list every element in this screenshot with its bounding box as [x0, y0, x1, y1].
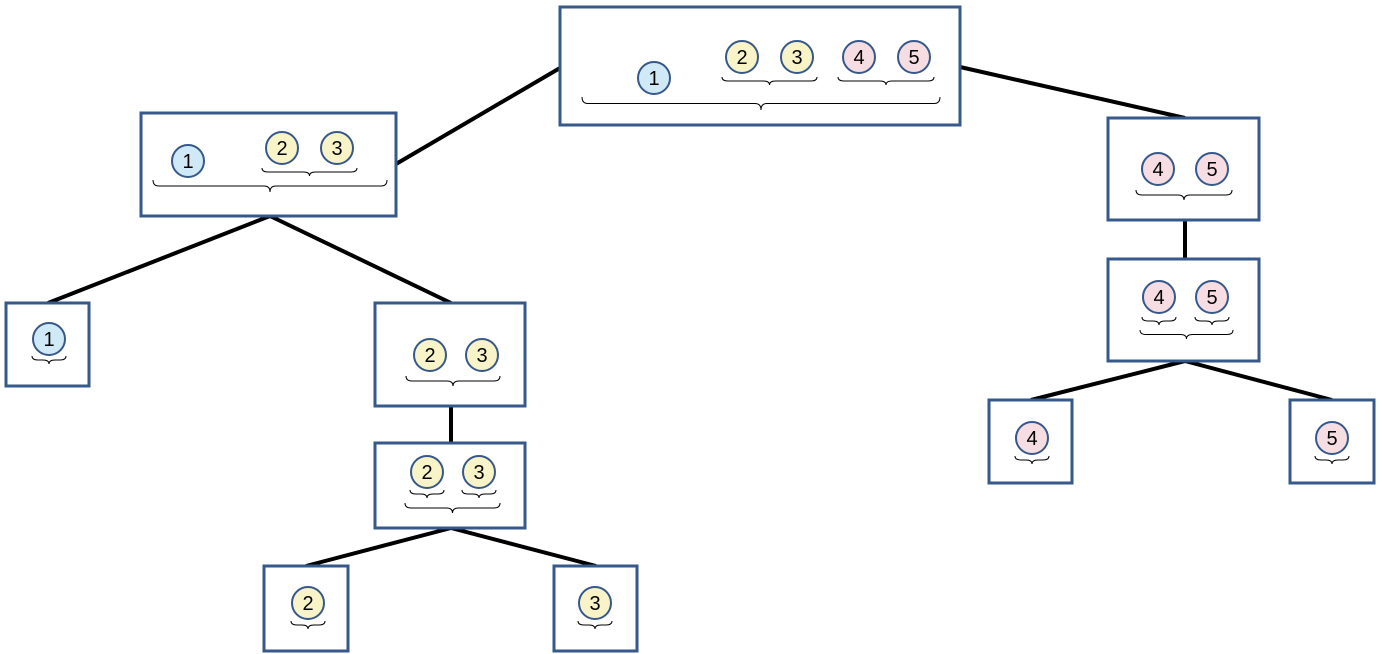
tree-node-n4: 4: [987, 398, 1074, 485]
leaf-label: 2: [736, 47, 747, 69]
grouping-brace: [290, 620, 326, 630]
leaf-label: 2: [302, 593, 313, 615]
edge-n45b-n5: [1184, 359, 1333, 402]
leaf-circle: [265, 131, 299, 165]
leaf-label: 5: [908, 47, 919, 69]
leaf-circle: [1141, 152, 1175, 186]
edge-root-n45: [959, 65, 1186, 120]
grouping-brace: [837, 76, 935, 86]
grouping-brace: [1014, 455, 1050, 465]
node-box: [373, 301, 527, 408]
leaf-circle: [410, 455, 444, 489]
grouping-brace: [405, 375, 501, 387]
leaf-label: 5: [1326, 428, 1337, 450]
grouping-brace: [581, 96, 941, 111]
node-box: [373, 441, 527, 530]
leaf-label: 2: [424, 345, 435, 367]
grouping-brace: [577, 620, 613, 630]
grouping-brace: [31, 355, 67, 365]
leaf-circle: [1195, 152, 1229, 186]
leaf-circle: [842, 40, 876, 74]
grouping-brace: [1141, 316, 1177, 326]
leaf-circle: [465, 338, 499, 372]
leaf-circle: [725, 40, 759, 74]
leaf-label: 4: [1152, 159, 1163, 181]
edge-n123-n23: [269, 214, 452, 305]
leaf-label: 3: [331, 138, 342, 160]
edge-n23b-n3: [450, 526, 597, 568]
tree-node-n5: 5: [1288, 398, 1376, 485]
leaf-label: 1: [43, 329, 54, 351]
leaf-circle: [1015, 421, 1049, 455]
leaf-circle: [32, 322, 66, 356]
leaf-label: 3: [473, 462, 484, 484]
node-box: [987, 398, 1074, 485]
leaf-circle: [897, 40, 931, 74]
leaf-label: 4: [1026, 428, 1037, 450]
leaf-label: 1: [182, 151, 193, 173]
grouping-brace: [152, 179, 388, 193]
leaf-label: 3: [589, 593, 600, 615]
leaf-circle: [291, 586, 325, 620]
leaf-circle: [780, 40, 814, 74]
leaf-label: 2: [421, 462, 432, 484]
node-box: [1106, 257, 1261, 363]
leaf-label: 3: [791, 47, 802, 69]
leaf-label: 4: [1153, 287, 1164, 309]
leaf-label: 2: [276, 138, 287, 160]
leaf-label: 3: [476, 345, 487, 367]
edge-n23b-n2: [305, 526, 452, 568]
leaf-circle: [1142, 280, 1176, 314]
edges-layer: [47, 65, 1333, 568]
grouping-brace: [1194, 316, 1230, 326]
grouping-brace: [1135, 189, 1233, 201]
edge-n45b-n4: [1030, 359, 1186, 402]
leaf-label: 5: [1206, 287, 1217, 309]
leaf-label: 1: [648, 68, 659, 90]
leaf-label: 5: [1206, 159, 1217, 181]
tree-node-n1: 1: [4, 301, 91, 388]
leaf-circle: [1195, 280, 1229, 314]
grouping-brace: [261, 167, 358, 177]
leaf-circle: [320, 131, 354, 165]
grouping-brace: [721, 76, 818, 86]
leaf-circle: [462, 455, 496, 489]
leaf-label: 4: [853, 47, 864, 69]
tree-node-root: 1 2 3 4 5: [558, 5, 962, 127]
grouping-brace: [1314, 455, 1350, 465]
leaf-circle: [578, 586, 612, 620]
edge-n123-n1: [47, 214, 271, 305]
tree-node-n3: 3: [552, 564, 639, 653]
node-box: [1106, 116, 1261, 222]
leaf-circle: [637, 61, 671, 95]
tree-node-n2: 2: [262, 564, 350, 653]
grouping-brace: [409, 489, 445, 499]
leaf-circle: [1315, 421, 1349, 455]
tree-node-n123: 1 2 3: [139, 111, 398, 218]
edge-root-n123: [394, 66, 562, 166]
grouping-brace: [461, 489, 497, 499]
leaf-circle: [171, 144, 205, 178]
grouping-brace: [404, 502, 501, 514]
leaf-circle: [413, 338, 447, 372]
grouping-brace: [1139, 329, 1234, 340]
